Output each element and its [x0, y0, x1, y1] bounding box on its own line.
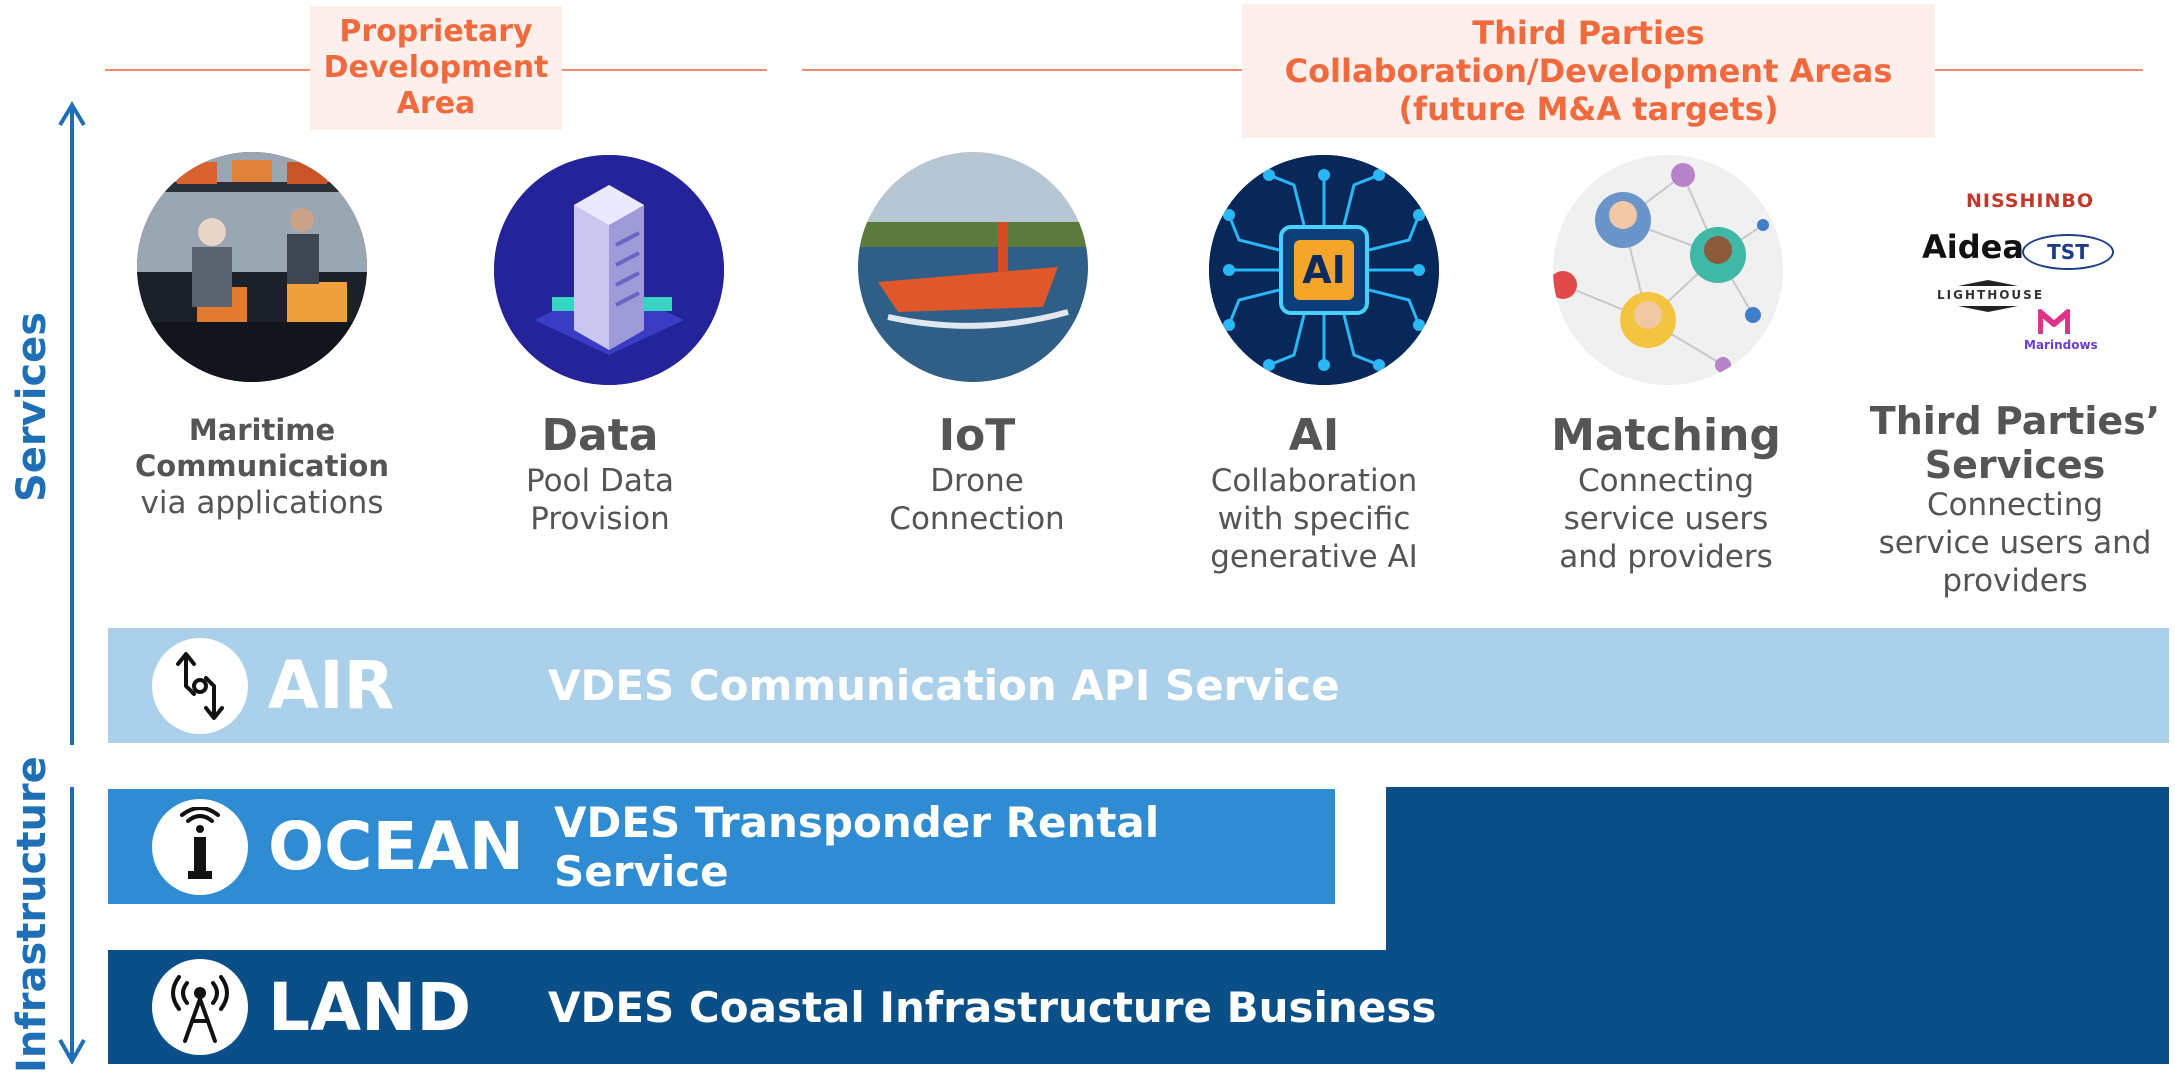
land-layer-band: LAND VDES Coastal Infrastructure Busines…	[108, 950, 2169, 1064]
proprietary-label-line: Area	[396, 86, 476, 121]
proprietary-label-line: Proprietary	[339, 14, 533, 49]
service-title: AI	[1288, 410, 1340, 461]
service-title: Communication	[134, 449, 389, 483]
service-title: Third Parties’	[1869, 399, 2161, 443]
service-title: Services	[1924, 443, 2106, 487]
service-desc: and providers	[1559, 539, 1773, 575]
service-desc: Provision	[530, 501, 670, 537]
service-iot: IoT Drone Connection	[827, 410, 1127, 538]
buoy-icon	[152, 798, 248, 895]
service-matching: Matching Connecting service users and pr…	[1516, 410, 1816, 576]
aidea-logo: Aidea	[1922, 228, 2024, 266]
service-desc: service users and	[1878, 525, 2152, 561]
ai-chip-image: AI	[1209, 155, 1439, 385]
service-desc: Collaboration	[1210, 463, 1418, 499]
service-title: IoT	[938, 410, 1016, 461]
air-layer-desc: VDES Communication API Service	[548, 661, 1340, 710]
service-desc: with specific	[1217, 501, 1411, 537]
land-layer-name: LAND	[268, 968, 472, 1046]
ai-chip-text: AI	[1302, 248, 1346, 292]
ocean-layer-desc: VDES Transponder Rental Service	[554, 797, 1160, 896]
header-line-right	[1935, 69, 2143, 71]
third-party-label-line: Collaboration/Development Areas	[1284, 52, 1893, 90]
service-desc: Connecting	[1926, 487, 2104, 523]
infrastructure-axis-label: Infrastructure	[9, 756, 55, 1073]
services-axis-label: Services	[9, 311, 55, 502]
service-maritime-communication: Maritime Communication via applications	[112, 412, 412, 522]
antenna-tower-icon	[152, 959, 248, 1055]
ocean-layer-band: OCEAN VDES Transponder Rental Service	[108, 789, 1335, 904]
service-ai: AI Collaboration with specific generativ…	[1164, 410, 1464, 576]
lighthouse-mark-icon	[1958, 280, 2018, 312]
data-server-image	[494, 155, 724, 385]
service-desc: generative AI	[1210, 539, 1418, 575]
air-layer-band: AIR VDES Communication API Service	[108, 628, 2169, 743]
tst-logo: TST	[2022, 234, 2114, 270]
service-data: Data Pool Data Provision	[450, 410, 750, 538]
nisshinbo-logo: NISSHINBO	[1966, 190, 2094, 212]
service-desc: Connection	[889, 501, 1065, 537]
service-title: Matching	[1551, 410, 1781, 461]
header-line-left	[105, 69, 310, 71]
signal-arrows-icon	[152, 637, 248, 734]
infrastructure-axis-arrow	[58, 787, 86, 1064]
third-party-area-label: Third Parties Collaboration/Development …	[1242, 4, 1935, 138]
marindows-m-icon	[2038, 309, 2070, 334]
service-third-parties: Third Parties’ Services Connecting servi…	[1855, 398, 2175, 600]
service-desc: service users	[1563, 501, 1769, 537]
third-party-label-line: Third Parties	[1472, 14, 1705, 52]
iot-drone-image	[858, 152, 1088, 382]
marindows-logo: Marindows	[2024, 338, 2098, 352]
header-line-mid	[802, 69, 1242, 71]
service-desc: Drone	[930, 463, 1024, 499]
land-layer-desc: VDES Coastal Infrastructure Business	[548, 982, 1437, 1032]
header-line-left-2	[562, 69, 767, 71]
air-layer-name: AIR	[268, 647, 395, 724]
service-desc: providers	[1942, 563, 2088, 599]
service-title: Data	[541, 410, 659, 461]
land-band-extension	[1386, 787, 2169, 952]
service-desc: via applications	[140, 485, 384, 521]
services-axis-arrow	[58, 101, 86, 745]
ocean-layer-name: OCEAN	[268, 808, 524, 885]
service-desc: Pool Data	[525, 463, 674, 499]
third-party-label-line: (future M&A targets)	[1398, 90, 1779, 128]
service-title: Maritime	[188, 413, 336, 447]
lighthouse-logo: LIGHTHOUSE	[1937, 288, 2045, 302]
maritime-communication-image	[137, 152, 367, 382]
proprietary-area-label: Proprietary Development Area	[310, 6, 562, 130]
matching-network-image	[1553, 155, 1783, 385]
service-desc: Connecting	[1577, 463, 1755, 499]
proprietary-label-line: Development	[323, 50, 549, 85]
